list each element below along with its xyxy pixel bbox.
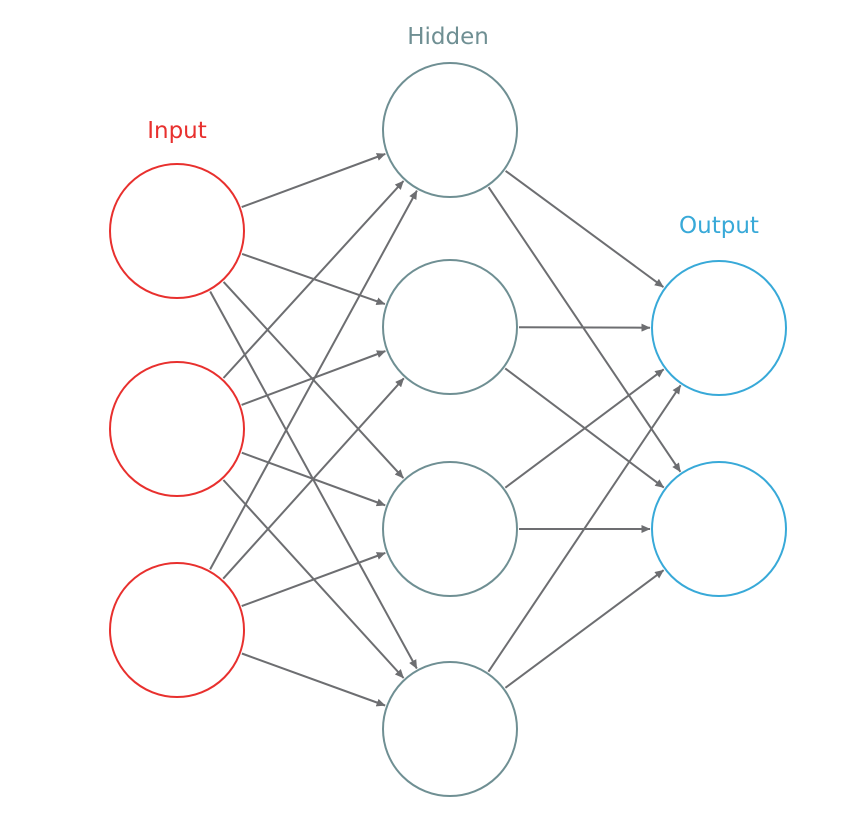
edge-input-3-to-hidden-2 — [222, 377, 405, 580]
hidden-node-4 — [382, 661, 518, 797]
edge-hidden-3-to-output-1 — [504, 368, 665, 489]
edge-input-3-to-hidden-1 — [209, 190, 418, 570]
hidden-node-1 — [382, 62, 518, 198]
connections — [209, 152, 682, 707]
input-node-2 — [109, 361, 245, 497]
input-layer-label: Input — [147, 118, 207, 144]
edge-input-3-to-hidden-4 — [241, 652, 386, 707]
output-node-2 — [651, 461, 787, 597]
input-node-3 — [109, 562, 245, 698]
edge-hidden-1-to-output-2 — [487, 186, 682, 473]
nodes — [109, 62, 787, 797]
input-node-1 — [109, 163, 245, 299]
output-node-1 — [651, 260, 787, 396]
edge-hidden-4-to-output-1 — [487, 384, 682, 673]
hidden-node-3 — [382, 461, 518, 597]
edge-input-2-to-hidden-1 — [222, 180, 405, 379]
output-layer-label: Output — [679, 213, 759, 239]
hidden-layer-label: Hidden — [407, 24, 489, 50]
edge-hidden-4-to-output-2 — [504, 569, 665, 689]
edge-input-3-to-hidden-3 — [241, 551, 386, 608]
hidden-node-2 — [382, 259, 518, 395]
edge-input-1-to-hidden-1 — [241, 152, 386, 209]
edge-hidden-1-to-output-1 — [505, 170, 664, 288]
